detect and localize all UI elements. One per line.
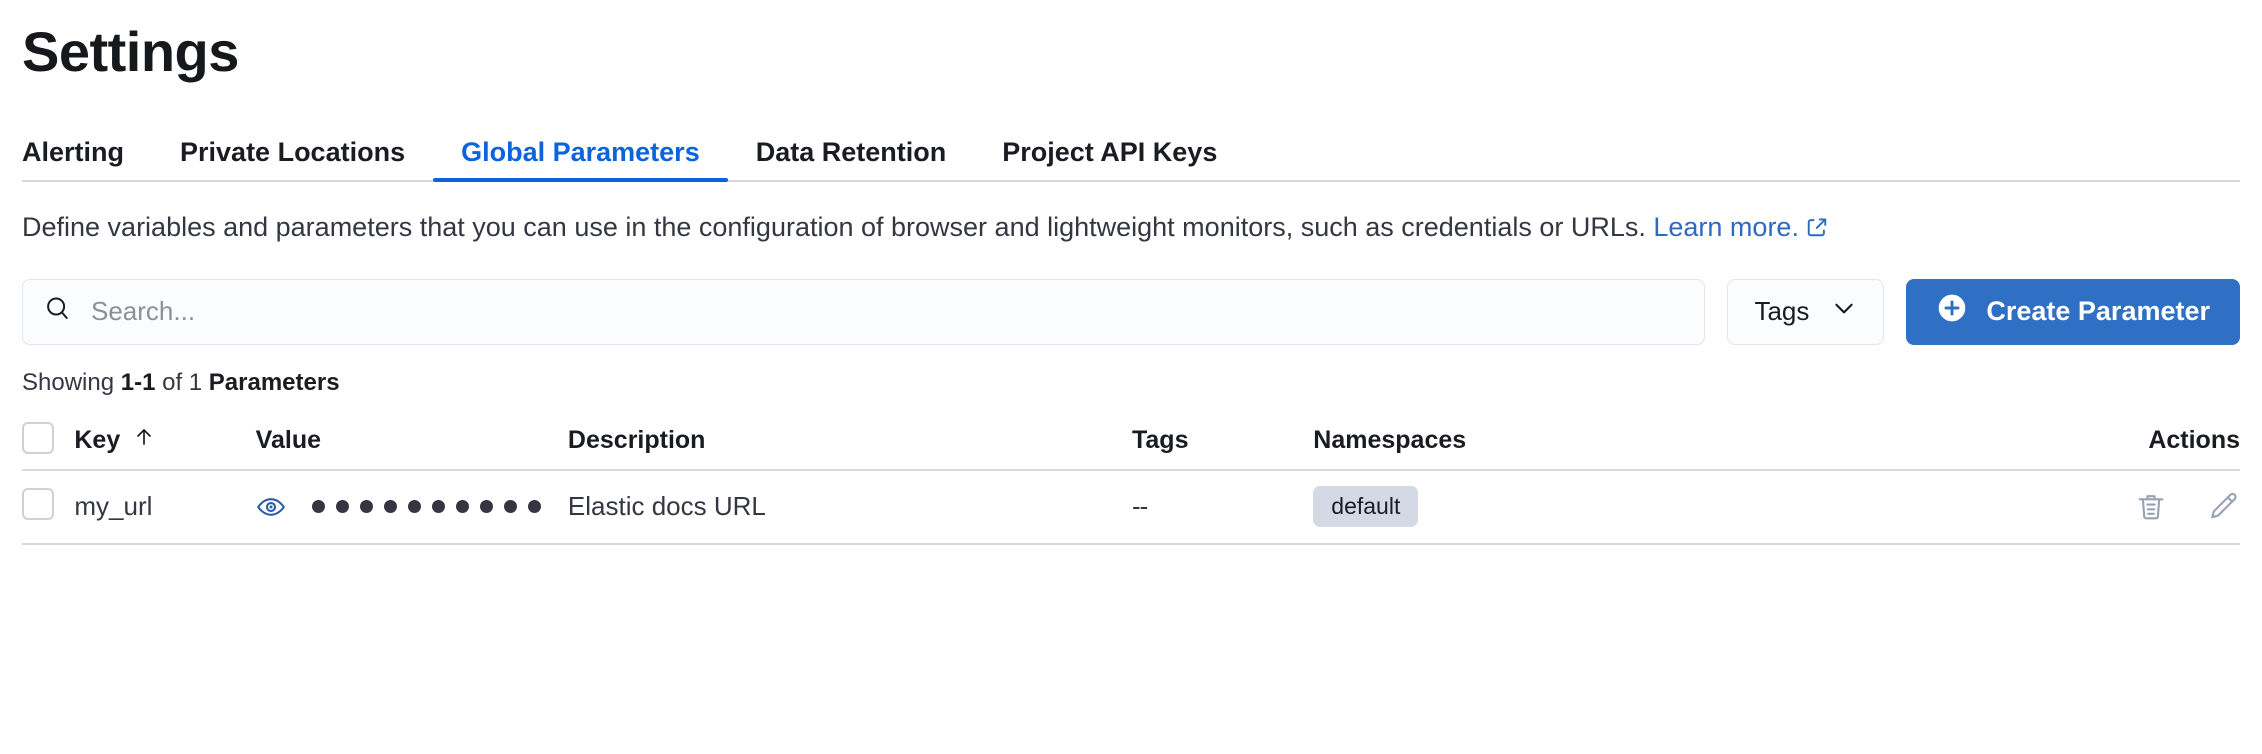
page-description: Define variables and parameters that you…	[22, 210, 2240, 247]
tab-label: Data Retention	[755, 137, 947, 167]
learn-more-link[interactable]: Learn more.	[1653, 212, 1828, 242]
showing-middle: of 1	[155, 368, 209, 396]
table-controls: Tags Create Parameter	[22, 278, 2240, 345]
description-text: Define variables and parameters that you…	[22, 212, 1654, 242]
column-header-tags-label: Tags	[1131, 426, 1189, 455]
settings-tabs: Alerting Private Locations Global Parame…	[22, 126, 2240, 182]
tab-data-retention[interactable]: Data Retention	[728, 139, 975, 180]
row-checkbox[interactable]	[22, 488, 54, 521]
create-parameter-label: Create Parameter	[1986, 296, 2210, 327]
tab-alerting[interactable]: Alerting	[22, 139, 152, 180]
tab-private-locations[interactable]: Private Locations	[152, 139, 433, 180]
parameter-tags: --	[1131, 491, 1148, 522]
tags-filter-button[interactable]: Tags	[1727, 278, 1885, 345]
cell-value	[256, 470, 568, 544]
row-select-cell	[22, 470, 74, 544]
tab-label: Global Parameters	[461, 137, 700, 167]
tab-project-api-keys[interactable]: Project API Keys	[974, 139, 1245, 180]
search-input[interactable]	[89, 278, 1685, 345]
tags-filter-label: Tags	[1754, 296, 1810, 327]
learn-more-label: Learn more.	[1653, 212, 1799, 242]
showing-prefix: Showing	[22, 368, 121, 396]
cell-actions	[1938, 470, 2240, 544]
column-header-tags: Tags	[1132, 413, 1313, 470]
column-header-key[interactable]: Key	[74, 413, 255, 470]
search-box[interactable]	[22, 278, 1706, 345]
tab-label: Private Locations	[180, 137, 406, 167]
column-header-namespaces: Namespaces	[1313, 413, 1938, 470]
parameter-description: Elastic docs URL	[567, 491, 766, 522]
column-header-key-label: Key	[74, 426, 121, 455]
column-header-value: Value	[256, 413, 568, 470]
pencil-icon[interactable]	[2206, 490, 2240, 524]
cell-description: Elastic docs URL	[568, 470, 1132, 544]
external-link-icon	[1806, 212, 1828, 247]
tab-label: Alerting	[22, 137, 125, 167]
cell-namespaces: default	[1313, 470, 1938, 544]
showing-entity: Parameters	[208, 368, 340, 396]
tab-global-parameters[interactable]: Global Parameters	[433, 137, 728, 182]
column-header-description: Description	[568, 413, 1132, 470]
eye-icon[interactable]	[256, 492, 286, 522]
masked-value	[311, 500, 541, 514]
column-header-value-label: Value	[255, 426, 321, 455]
table-head: Key Value Description Tags	[22, 413, 2240, 470]
page-title: Settings	[22, 20, 239, 83]
namespace-badge: default	[1313, 485, 1419, 528]
tab-label: Project API Keys	[1002, 137, 1218, 167]
parameters-table: Key Value Description Tags	[22, 413, 2240, 545]
plus-circle-icon	[1936, 292, 1968, 331]
column-header-description-label: Description	[567, 426, 706, 455]
table-header-row: Key Value Description Tags	[22, 413, 2240, 470]
results-count: Showing 1-1 of 1 Parameters	[22, 368, 2240, 396]
chevron-down-icon	[1831, 295, 1857, 328]
arrow-up-icon	[132, 425, 156, 456]
trash-icon[interactable]	[2134, 490, 2168, 524]
column-header-actions-label: Actions	[2148, 426, 2240, 455]
table-row: my_url	[22, 470, 2240, 544]
select-all-header	[22, 413, 74, 470]
select-all-checkbox[interactable]	[22, 422, 54, 455]
table-body: my_url	[22, 470, 2240, 544]
create-parameter-button[interactable]: Create Parameter	[1906, 278, 2240, 345]
cell-tags: --	[1132, 470, 1313, 544]
column-header-actions: Actions	[1938, 413, 2240, 470]
showing-range: 1-1	[120, 368, 156, 396]
column-header-namespaces-label: Namespaces	[1313, 426, 1467, 455]
search-icon	[43, 294, 73, 329]
cell-key: my_url	[74, 470, 255, 544]
parameter-key: my_url	[74, 491, 153, 522]
